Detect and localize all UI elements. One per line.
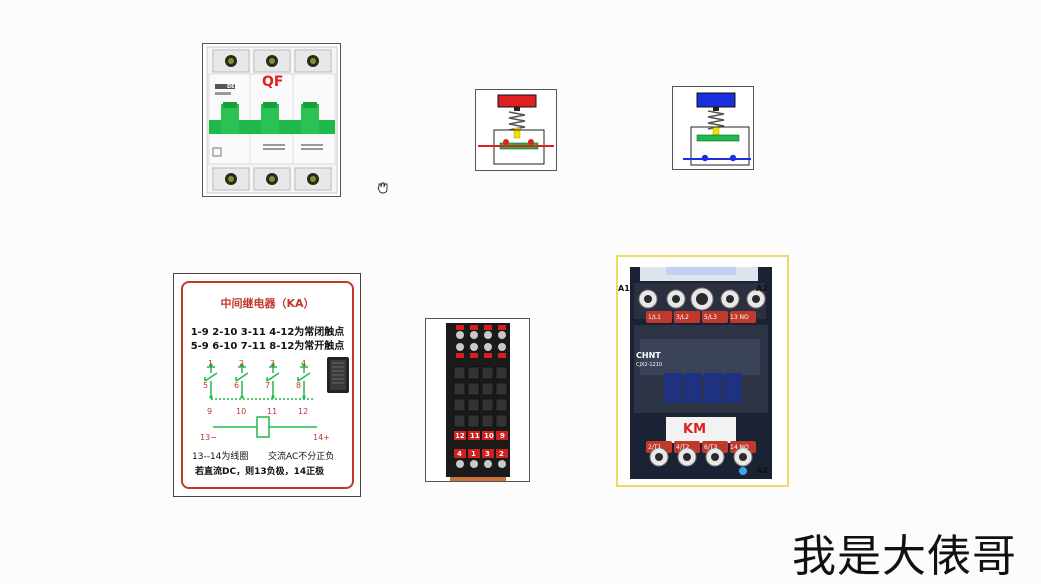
relay-socket-card[interactable]: 12 11 10 9 4 1 3 2 [425,318,530,482]
relay-no-contacts-line: 5-9 6-10 7-11 8-12为常开触点 [190,341,345,352]
circuit-breaker-card[interactable]: DELI QF [202,43,341,197]
relay-coil-note: 13--14为线圈 [192,452,249,462]
contactor-card[interactable]: A1 A2 A2 1/L1 3/L2 5/L3 13 NO CHNT CJX2-… [616,255,789,487]
relay-nc-contacts-line: 1-9 2-10 3-11 4-12为常闭触点 [190,327,345,338]
contactor-a1-label: A1 [618,284,630,293]
contactor-brand: CHNT [636,351,661,360]
breaker-brand: DELI [227,84,240,90]
relay-socket-image [446,323,510,481]
socket-num-2: 2 [499,450,504,458]
contactor-a2-top-label: A2 [756,284,768,293]
relay-top-num-2: 2 [239,359,245,368]
relay-mid-num-5: 5 [203,381,209,390]
relay-info-card[interactable]: 中间继电器（KA） 1-9 2-10 3-11 4-12为常闭触点 5-9 6-… [173,273,361,497]
contactor-bottom-terminal-6: 6/T3 [704,444,718,451]
relay-top-num-3: 3 [270,359,276,368]
contactor-top-terminal-13: 13 NO [730,314,749,321]
red-button-icon [478,94,554,165]
socket-num-11: 11 [470,432,480,440]
relay-bot-num-12: 12 [298,407,309,416]
contactor-top-terminal-5: 5/L3 [704,314,717,321]
relay-mid-num-8: 8 [296,381,302,390]
relay-bot-num-10: 10 [236,407,247,416]
contactor-bottom-terminal-2: 2/T1 [648,444,662,451]
relay-card-title: 中间继电器（KA） [220,297,315,310]
mouse-cursor-icon [376,180,390,194]
nc-push-button-symbol[interactable] [475,89,557,171]
contactor-top-terminal-1: 1/L1 [648,314,661,321]
contactor-a2-bottom-label: A2 [756,466,768,475]
socket-num-1: 1 [471,450,476,458]
relay-contacts-diagram [204,357,349,438]
relay-top-num-4: 4 [301,359,307,368]
no-push-button-symbol[interactable] [672,86,754,170]
contactor-top-terminal-3: 3/L2 [676,314,689,321]
contactor-bottom-terminal-14: 14 NO [730,444,749,451]
relay-coil-minus: 13− [200,433,217,442]
socket-num-3: 3 [485,450,490,458]
contactor-model: CJX2-1210 [636,362,663,368]
relay-bot-num-11: 11 [267,407,278,416]
breaker-top-terminals [212,49,332,73]
socket-num-10: 10 [484,432,494,440]
blue-button-icon [683,92,751,166]
contactor-bottom-terminal-4: 4/T2 [676,444,690,451]
watermark-text: 我是大俵哥 [792,531,1017,582]
contactor-km-label: KM [683,422,707,437]
relay-mid-num-7: 7 [265,381,271,390]
relay-bot-num-9: 9 [207,407,213,416]
relay-card-frame: 中间继电器（KA） 1-9 2-10 3-11 4-12为常闭触点 5-9 6-… [181,281,354,489]
contactor-image [630,267,772,479]
relay-top-num-1: 1 [208,359,214,368]
socket-num-12: 12 [455,432,465,440]
relay-dc-note: 若直流DC，则13负极，14正极 [195,467,325,477]
relay-coil-plus: 14+ [313,433,330,442]
relay-ac-note: 交流AC不分正负 [268,452,335,462]
socket-num-9: 9 [500,432,505,440]
breaker-bottom-terminals [212,167,332,191]
relay-mid-num-6: 6 [234,381,240,390]
breaker-label-qf: QF [262,74,284,90]
socket-num-4: 4 [457,450,462,458]
circuit-breaker-image [206,46,338,194]
